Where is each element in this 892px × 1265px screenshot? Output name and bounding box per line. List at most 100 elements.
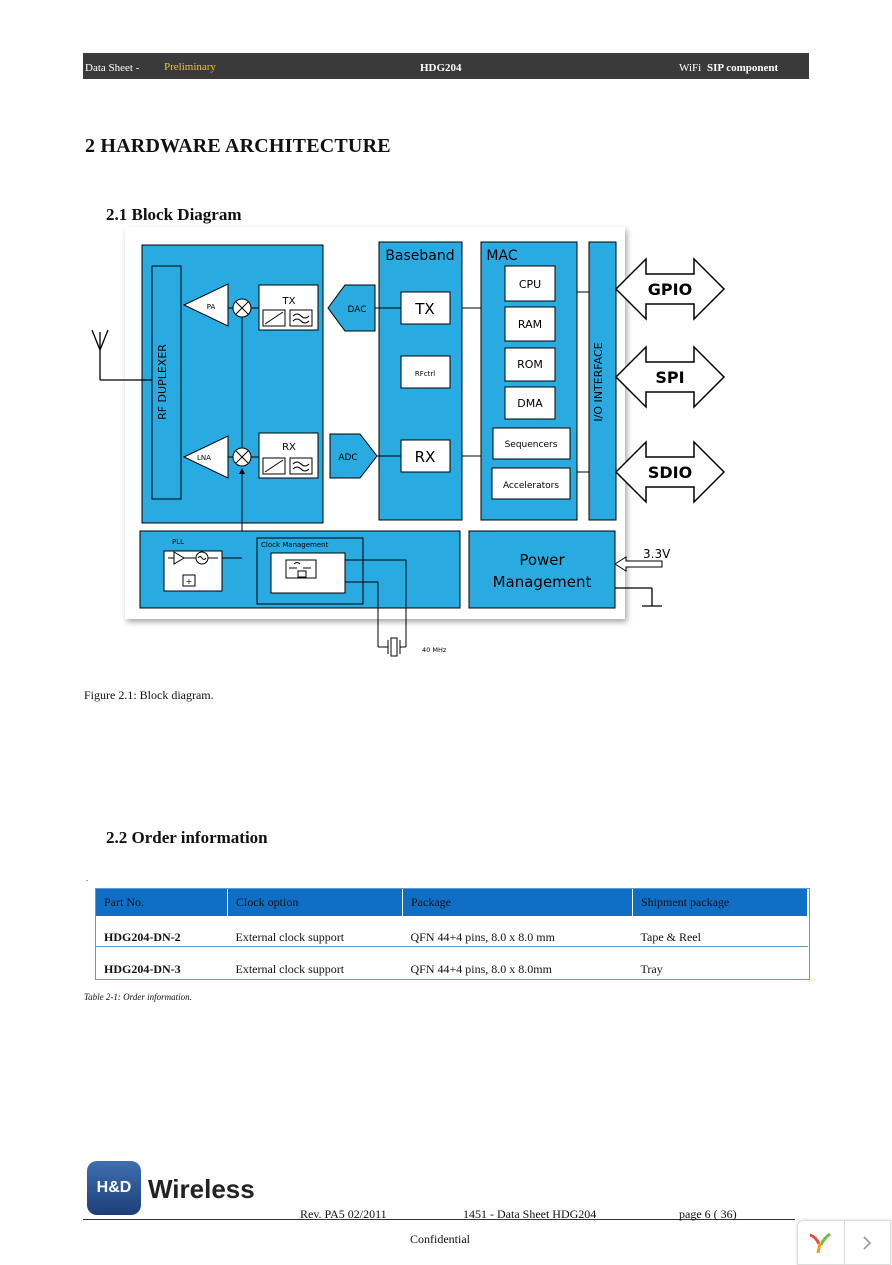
- section-title: 2 HARDWARE ARCHITECTURE: [85, 135, 391, 157]
- voltage-label: 3.3V: [643, 547, 671, 561]
- supply-arrow: [614, 556, 663, 572]
- viewer-widget: [797, 1220, 891, 1265]
- rf-duplexer-box: [151, 265, 182, 500]
- rf-tx-label: TX: [282, 296, 296, 307]
- rf-rx-box: [258, 432, 319, 479]
- power-management-block: [468, 530, 616, 609]
- header-status: Preliminary: [164, 61, 216, 73]
- pll-icon: [168, 551, 218, 587]
- power-label-line2: Management: [493, 573, 592, 591]
- sequencers-label: Sequencers: [505, 440, 558, 450]
- table-cell: External clock support: [235, 962, 345, 976]
- spi-label: SPI: [655, 368, 684, 387]
- header-category-b: SIP component: [707, 62, 779, 74]
- pll-box: [163, 550, 223, 592]
- gpio-arrow: [614, 257, 726, 321]
- rf-duplexer-label: RF DUPLEXER: [156, 344, 169, 420]
- clock-management-label: Clock Management: [261, 541, 329, 549]
- antenna-icon: [91, 329, 152, 381]
- sdio-label: SDIO: [648, 463, 692, 482]
- table-cell: QFN 44+4 pins, 8.0 x 8.0mm: [410, 962, 552, 976]
- pll-label: PLL: [172, 538, 184, 546]
- cpu-box: [504, 265, 556, 302]
- cpu-label: CPU: [519, 278, 541, 291]
- header-product: HDG204: [420, 62, 462, 74]
- accelerators-box: [491, 467, 571, 500]
- header-category-a: WiFi: [679, 62, 702, 74]
- rx-filter-icon: [289, 457, 313, 475]
- table-cell: HDG204-DN-3: [104, 962, 181, 976]
- order-info-heading: 2.2 Order information: [106, 828, 268, 847]
- ram-box: [504, 306, 556, 342]
- column-header: Clock option: [227, 889, 403, 916]
- order-table-frame: [95, 888, 810, 980]
- viewer-logo-icon[interactable]: [806, 1229, 834, 1257]
- adc-label: ADC: [338, 453, 357, 463]
- stray-dot: .: [86, 874, 88, 883]
- gpio-label: GPIO: [648, 280, 692, 299]
- bb-rx-label: RX: [415, 448, 436, 466]
- accelerators-label: Accelerators: [503, 481, 559, 491]
- figure-caption: Figure 2.1: Block diagram.: [84, 688, 214, 702]
- block-diagram-heading: 2.1 Block Diagram: [106, 205, 242, 224]
- company-name: Wireless: [148, 1174, 255, 1204]
- block-diagram: RF DUPLEXER PA LNA TX RX DAC: [91, 227, 726, 657]
- table-cell: HDG204-DN-2: [96, 916, 228, 947]
- rf-rx-label: RX: [282, 442, 296, 453]
- tx-attenuator-icon: [262, 309, 286, 327]
- dma-box: [504, 386, 556, 420]
- page-header: Data Sheet - Preliminary HDG204 WiFi SIP…: [83, 53, 809, 79]
- rx-attenuator-icon: [262, 457, 286, 475]
- mac-label: MAC: [486, 248, 517, 264]
- table-row: HDG204-DN-2 External clock support QFN 4…: [96, 916, 808, 947]
- crystal-icon: [378, 637, 406, 657]
- footer-confidential: Confidential: [410, 1232, 470, 1246]
- tx-filter-icon: [289, 309, 313, 327]
- adc-block: [329, 433, 378, 479]
- lna-label: LNA: [197, 454, 211, 462]
- dac-label: DAC: [347, 305, 366, 315]
- tx-mixer-icon: [232, 298, 252, 318]
- chevron-right-icon[interactable]: [860, 1235, 874, 1251]
- pa-amplifier: [182, 283, 229, 327]
- rf-tx-box: [258, 284, 319, 331]
- sequencers-box: [492, 427, 571, 460]
- sdio-arrow: [614, 440, 726, 504]
- table-cell: Tape & Reel: [632, 916, 808, 947]
- footer-revision: Rev. PA5 02/2011: [300, 1207, 387, 1221]
- crystal-label: 40 MHz: [422, 646, 447, 654]
- clock-icon: [285, 559, 317, 579]
- order-table: Part No. Clock option Package Shipment p…: [96, 889, 808, 978]
- table-caption: Table 2-1: Order information.: [84, 992, 192, 1002]
- dma-label: DMA: [517, 397, 543, 410]
- widget-divider: [844, 1221, 845, 1264]
- column-header: Part No.: [96, 889, 228, 916]
- rom-box: [504, 347, 556, 382]
- bb-tx-label: TX: [414, 300, 434, 318]
- table-header-row: Part No. Clock option Package Shipment p…: [96, 889, 808, 916]
- column-header: Package: [402, 889, 633, 916]
- rfctrl-box: [400, 355, 451, 389]
- company-logo: H&D: [87, 1161, 141, 1215]
- column-header: Shipment package: [632, 889, 808, 916]
- table-cell: External clock support: [227, 916, 403, 947]
- header-doc-type: Data Sheet -: [85, 62, 140, 74]
- svg-text:+: +: [186, 577, 193, 586]
- power-label-line1: Power: [519, 551, 565, 569]
- baseband-label: Baseband: [385, 248, 454, 264]
- pa-label: PA: [207, 303, 216, 311]
- footer-document: 1451 - Data Sheet HDG204: [463, 1207, 597, 1221]
- table-cell: QFN 44+4 pins, 8.0 x 8.0 mm: [402, 916, 633, 947]
- footer-page: page 6 ( 36): [679, 1207, 737, 1221]
- rx-mixer-icon: [232, 447, 252, 467]
- ram-label: RAM: [518, 318, 542, 331]
- table-row: HDG204-DN-3 External clock support QFN 4…: [96, 947, 808, 979]
- rom-label: ROM: [517, 358, 543, 371]
- spi-arrow: [614, 345, 726, 409]
- io-interface-label: I/O INTERFACE: [592, 342, 605, 421]
- clock-inner-box: [270, 552, 346, 594]
- bb-tx-box: [400, 291, 451, 325]
- rfctrl-label: RFctrl: [415, 370, 435, 378]
- table-cell: Tray: [640, 962, 663, 976]
- footer-rule: [83, 1219, 795, 1220]
